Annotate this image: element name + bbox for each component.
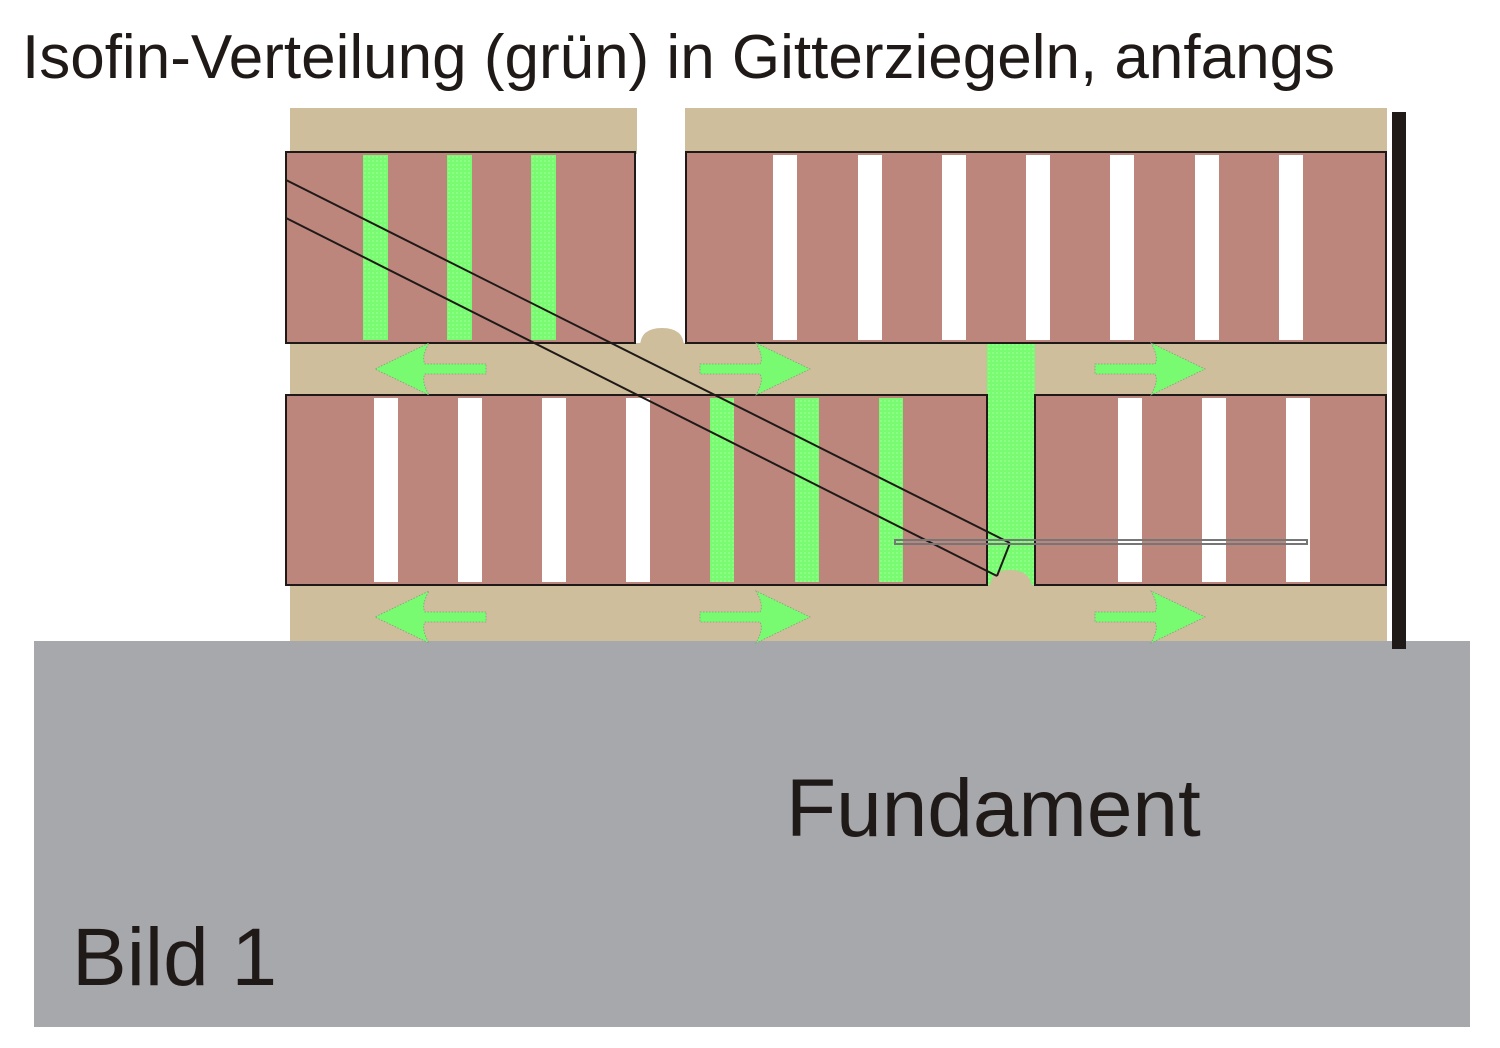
bricks bbox=[285, 151, 1387, 586]
isofin-filled-channel bbox=[531, 155, 556, 340]
mortar-top-right bbox=[685, 108, 1387, 154]
empty-channel bbox=[1118, 398, 1142, 582]
empty-channel bbox=[773, 155, 797, 340]
isofin-filled-channel bbox=[795, 398, 819, 582]
horizontal-injection-tube bbox=[894, 539, 1308, 545]
mortar-bump-top bbox=[640, 328, 684, 347]
drill-end-cap bbox=[996, 542, 1011, 577]
diagram-title: Isofin-Verteilung (grün) in Gitterziegel… bbox=[22, 23, 1335, 92]
arrow-right-icon bbox=[699, 342, 811, 396]
upper-right-brick bbox=[685, 151, 1387, 344]
empty-channel bbox=[1110, 155, 1134, 340]
empty-channel bbox=[942, 155, 966, 340]
figure-label: Bild 1 bbox=[72, 912, 277, 1003]
empty-channel bbox=[542, 398, 566, 582]
upper-left-brick bbox=[285, 151, 636, 344]
isofin-filled-channel bbox=[710, 398, 734, 582]
empty-channel bbox=[1286, 398, 1310, 582]
isofin-filled-channel bbox=[879, 398, 903, 582]
isofin-filled-channel bbox=[447, 155, 472, 340]
arrow-right-icon bbox=[699, 590, 811, 644]
empty-channel bbox=[1202, 398, 1226, 582]
empty-channel bbox=[1279, 155, 1303, 340]
mortar-bump-bottom bbox=[990, 570, 1032, 587]
empty-channel bbox=[1026, 155, 1050, 340]
drill-line-lower bbox=[285, 217, 998, 577]
arrow-left-icon bbox=[374, 590, 487, 644]
isofin-filled-channel bbox=[363, 155, 388, 340]
vertical-joint-isofin bbox=[987, 343, 1035, 585]
lower-right-brick bbox=[1034, 394, 1387, 586]
empty-channel bbox=[626, 398, 650, 582]
arrow-left-icon bbox=[374, 342, 487, 396]
empty-channel bbox=[858, 155, 882, 340]
mortar-top-left bbox=[290, 108, 637, 154]
empty-channel bbox=[1195, 155, 1219, 340]
arrow-right-icon bbox=[1094, 590, 1206, 644]
drill-line-upper bbox=[285, 179, 1011, 544]
wall-edge-bar bbox=[1392, 112, 1406, 649]
foundation-label: Fundament bbox=[786, 763, 1201, 854]
arrow-right-icon bbox=[1094, 342, 1206, 396]
lower-left-brick bbox=[285, 394, 988, 586]
empty-channel bbox=[374, 398, 398, 582]
empty-channel bbox=[458, 398, 482, 582]
spread-arrows bbox=[374, 342, 1206, 644]
foundation-block bbox=[34, 641, 1470, 1027]
drill-hole-outline bbox=[285, 179, 1011, 577]
